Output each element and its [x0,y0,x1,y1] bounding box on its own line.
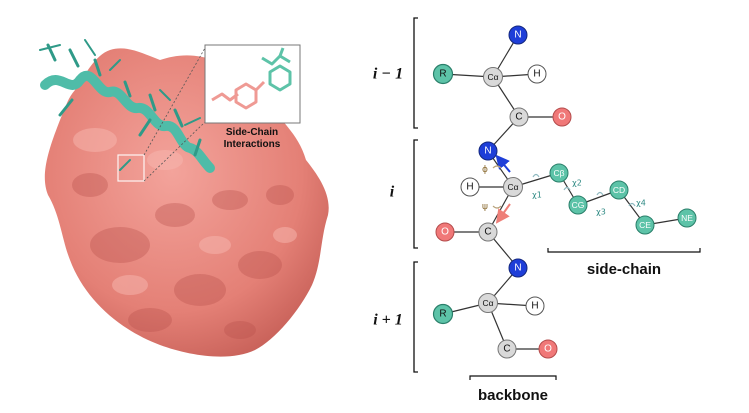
atom-c [509,107,529,127]
atom-label: N [484,146,491,157]
atom-r [432,303,454,325]
atom-n [508,258,528,278]
atom-label: R [439,69,446,80]
atom-ca [483,67,503,87]
psi-label: ψ [482,202,488,212]
residue-cur: N H Cα O C Cβ CG CD CE NE [435,141,697,242]
atom-h [525,296,545,316]
backbone-caption: backbone [478,387,548,404]
torsion-glyphs [492,165,502,209]
atom-label: H [533,69,540,80]
atom-cg [568,195,588,215]
bracket-next [413,261,418,373]
atom-label: C [503,344,510,355]
inset-frame [204,44,301,124]
atom-label: O [558,112,566,123]
atom-o [435,222,455,242]
inset-pink-sidechain [211,80,266,110]
atom-label: Cβ [553,168,564,178]
inset-title-line1: Side-Chain [226,127,278,138]
atom-label: CG [572,200,585,210]
atom-label: Cα [507,182,518,192]
atom-o [538,339,558,359]
phi-arrow [495,154,511,173]
atom-ca [478,293,498,313]
atom-cb [549,163,569,183]
backbone-bracket [469,375,557,380]
atom-ca [503,177,523,197]
atom-label: H [466,182,473,193]
atom-c [478,222,498,242]
atom-o [552,107,572,127]
residue-next: N R Cα H C O [432,258,558,359]
row-brackets [413,17,418,373]
atom-n [478,141,498,161]
side-chain-caption: side-chain [587,261,661,278]
chi4-label: χ4 [636,199,646,208]
atom-label: R [439,309,446,320]
inset: Side-Chain Interactions [204,44,301,150]
chi2-label: χ2 [572,179,582,188]
bracket-cur [413,139,418,249]
atom-label: N [514,263,521,274]
helix-ribbon [39,39,215,173]
atom-label: C [484,227,491,238]
atom-n [508,25,528,45]
atom-label: CE [639,220,651,230]
atom-label: C [515,112,522,123]
focus-box [117,154,145,182]
atom-c [497,339,517,359]
atom-label: CD [613,185,625,195]
protein-panel: Side-Chain Interactions [39,39,329,357]
inset-title-line2: Interactions [224,139,281,150]
atom-ce [635,215,655,235]
atom-label: N [514,30,521,41]
atom-label: NE [681,213,693,223]
atom-h [460,177,480,197]
atom-cd [609,180,629,200]
row-label-prev: i − 1 [373,66,403,83]
atom-label: H [531,301,538,312]
atom-r [432,63,454,85]
bracket-prev [413,17,418,129]
chi3-label: χ3 [596,208,606,217]
side-chain-bracket [547,248,701,253]
surface-highlights [73,128,297,295]
atom-label: Cα [487,72,498,82]
psi-arrow [495,203,511,224]
phi-label: ϕ [482,165,488,175]
chi1-label: χ1 [532,191,542,200]
atom-ne [677,208,697,228]
row-label-cur: i [390,184,395,201]
atom-label: O [441,227,449,238]
zoom-line-top [143,47,206,156]
atom-label: Cα [482,298,493,308]
chi-glyphs [532,173,636,207]
surface-shading [72,173,294,339]
inset-teal-sidechain [261,47,292,92]
atom-label: O [544,344,552,355]
row-label-next: i + 1 [373,312,403,329]
residue-schematic: i − 1 i i + 1 [373,17,701,404]
residue-prev: N R Cα H C O [432,25,572,127]
atom-h [527,64,547,84]
